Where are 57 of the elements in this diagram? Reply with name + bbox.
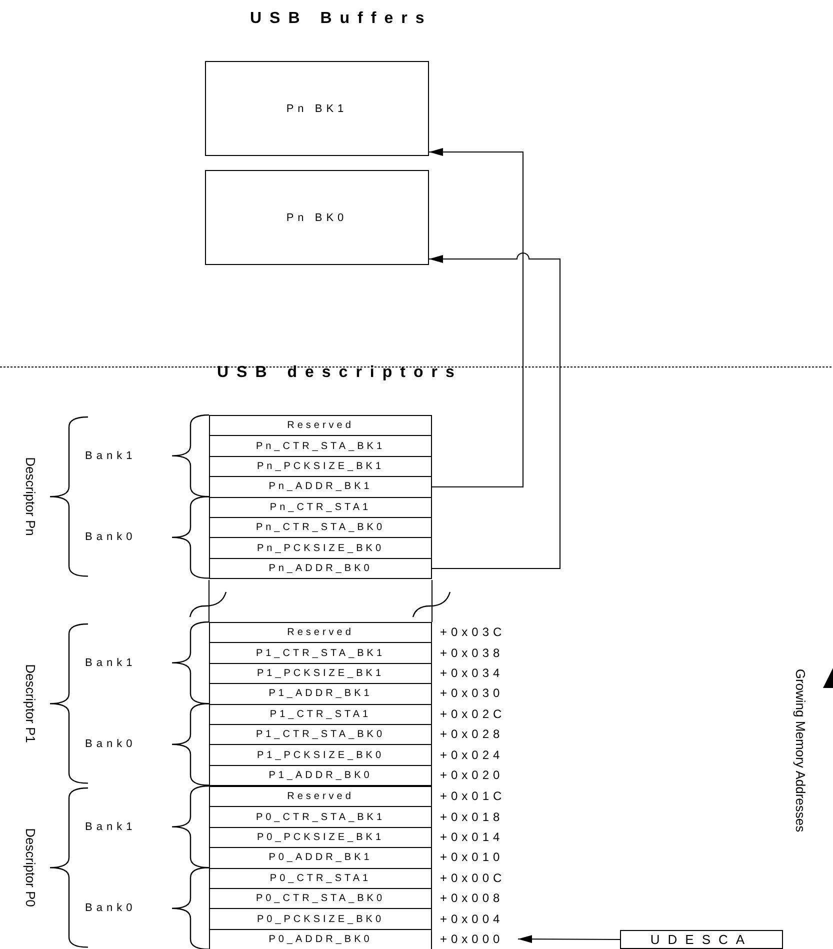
address-offset: +0x018 xyxy=(440,810,504,824)
address-offset: +0x014 xyxy=(440,830,504,844)
address-offset: +0x028 xyxy=(440,727,504,742)
register-row: Reserved xyxy=(209,622,432,644)
pointer-register-box: UDESCA xyxy=(620,930,783,949)
register-row: P1_CTR_STA_BK1 xyxy=(209,642,432,664)
address-offset: +0x02C xyxy=(440,706,506,721)
register-row: P1_ADDR_BK0 xyxy=(209,764,432,786)
arrow xyxy=(428,252,560,569)
register-row: P0_CTR_STA_BK1 xyxy=(209,806,432,828)
descriptor-label: Descriptor P1 xyxy=(22,664,38,743)
bank-label: Bank0 xyxy=(85,531,136,544)
bank-label: Bank1 xyxy=(85,820,136,833)
section-heading: USB Buffers xyxy=(250,10,432,28)
address-offset: +0x03C xyxy=(440,625,506,640)
arrow xyxy=(518,935,620,944)
bank-label: Bank0 xyxy=(85,902,136,914)
axis-label: Growing Memory Addresses xyxy=(792,668,808,832)
register-row: P1_ADDR_BK1 xyxy=(209,683,432,705)
address-offset: +0x01C xyxy=(440,789,506,804)
register-row: Pn_CTR_STA_BK1 xyxy=(209,435,432,457)
descriptor-label: Descriptor P0 xyxy=(22,828,38,907)
register-row: Pn_PCKSIZE_BK0 xyxy=(209,537,432,559)
register-row: P0_ADDR_BK1 xyxy=(209,847,432,869)
address-offset: +0x004 xyxy=(440,912,504,926)
register-row: P0_CTR_STA1 xyxy=(209,868,432,889)
address-offset: +0x000 xyxy=(440,928,520,949)
buffer-box: Pn BK0 xyxy=(205,170,429,265)
address-offset: +0x024 xyxy=(440,748,504,762)
descriptor-label: Descriptor Pn xyxy=(22,457,38,536)
register-row: P1_CTR_STA_BK0 xyxy=(209,724,432,746)
address-offset: +0x034 xyxy=(440,666,504,680)
register-row: Pn_CTR_STA1 xyxy=(209,496,432,518)
bank-label: Bank1 xyxy=(85,656,136,669)
register-row: P0_ADDR_BK0 xyxy=(209,928,432,949)
register-row: Pn_PCKSIZE_BK1 xyxy=(209,456,432,478)
bank-label: Bank1 xyxy=(85,450,136,462)
register-row: P1_PCKSIZE_BK0 xyxy=(209,744,432,766)
register-row: Pn_ADDR_BK1 xyxy=(209,476,432,498)
register-row: P0_CTR_STA_BK0 xyxy=(209,888,432,910)
address-offset: +0x008 xyxy=(440,891,504,906)
register-row: Reserved xyxy=(209,415,432,436)
address-offset: +0x00C xyxy=(440,870,506,885)
address-offset: +0x038 xyxy=(440,646,504,660)
register-row: Pn_CTR_STA_BK0 xyxy=(209,517,432,538)
arrow xyxy=(428,148,524,488)
register-row: P0_PCKSIZE_BK0 xyxy=(209,908,432,930)
address-offset: +0x020 xyxy=(440,768,504,782)
register-row: P0_PCKSIZE_BK1 xyxy=(209,826,432,848)
address-offset: +0x010 xyxy=(440,850,504,864)
register-row: P1_CTR_STA1 xyxy=(209,704,432,725)
bank-label: Bank0 xyxy=(85,738,136,750)
register-row: Reserved xyxy=(209,786,432,808)
register-row: Pn_ADDR_BK0 xyxy=(209,558,432,580)
address-offset: +0x030 xyxy=(440,686,504,700)
buffer-box: Pn BK1 xyxy=(205,61,429,156)
register-row: P1_PCKSIZE_BK1 xyxy=(209,662,432,684)
